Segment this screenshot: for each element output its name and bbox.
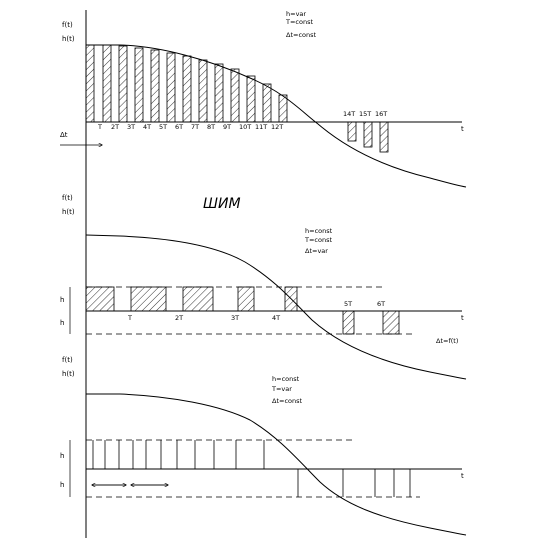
p1-tick-label: 9T — [223, 123, 231, 131]
p3-h-label-upper: h — [60, 452, 64, 460]
panel-2: f(t) h(t) ШИМ h=const T=const Δt=var t h… — [60, 194, 467, 380]
p1-signal-curve — [86, 44, 467, 188]
p1-tick-label: 3T — [127, 123, 135, 131]
p2-y-label-f: f(t) — [62, 194, 73, 202]
p1-pulse — [85, 44, 95, 123]
p1-pulse-negative — [379, 121, 389, 153]
p1-tick-label: 7T — [191, 123, 199, 131]
p2-tick-label: 5T — [344, 300, 352, 308]
p1-tick-label: 8T — [207, 123, 215, 131]
p3-condition-1: h=const — [272, 375, 300, 383]
p1-pulse — [214, 63, 224, 123]
p2-axis-t-label: t — [461, 314, 464, 322]
panel-3: f(t) h(t) h=const T=var Δt=const t h h — [60, 356, 467, 536]
p2-condition-1: h=const — [305, 227, 333, 235]
p3-pulses — [92, 440, 411, 497]
p1-pulse — [198, 59, 208, 123]
p1-pulse — [262, 83, 272, 123]
p3-condition-3: Δt=const — [272, 397, 302, 405]
p1-y-label-f: f(t) — [62, 21, 73, 29]
p1-tick-label: 5T — [159, 123, 167, 131]
p2-h-label-lower: h — [60, 319, 64, 327]
p2-pulse — [237, 286, 255, 312]
p1-axis-t-label: t — [461, 125, 464, 133]
p1-tick-label: T — [97, 123, 102, 131]
p1-tick-label: 16T — [375, 110, 387, 118]
p2-tick-label: 3T — [231, 314, 239, 322]
p1-pulse — [134, 47, 144, 123]
p2-tick-label: 4T — [272, 314, 280, 322]
p2-pulse — [130, 286, 167, 312]
p1-pulses — [85, 44, 389, 153]
p2-tick-label: 6T — [377, 300, 385, 308]
p1-pulse-negative — [363, 121, 373, 148]
p1-condition-2: T=const — [285, 18, 313, 26]
p3-signal-curve — [86, 393, 467, 536]
p1-pulse — [150, 49, 160, 123]
p3-h-label-lower: h — [60, 481, 64, 489]
p1-delta-label: Δt — [60, 131, 68, 139]
p3-y-label-h: h(t) — [62, 370, 75, 378]
p1-pulse — [182, 55, 192, 123]
p2-pulse — [85, 286, 115, 312]
p3-axis-t-label: t — [461, 472, 464, 480]
p2-pulse — [284, 286, 298, 312]
p1-tick-label: 12T — [271, 123, 283, 131]
p1-pulse — [230, 68, 240, 123]
p2-h-label-upper: h — [60, 296, 64, 304]
p1-pulse — [102, 44, 112, 123]
p1-y-label-h: h(t) — [62, 35, 75, 43]
p2-tick-label: 2T — [175, 314, 183, 322]
p1-tick-label: 15T — [359, 110, 371, 118]
p2-tick-label: T — [127, 314, 132, 322]
p2-pulse — [182, 286, 214, 312]
p2-pulses — [85, 286, 400, 335]
p1-pulse — [118, 45, 128, 123]
p1-tick-labels: T 2T 3T 4T 5T 6T 7T 8T 9T 10T 11T 12T 14T 15T 16T — [97, 110, 387, 131]
p2-tick-labels: T 2T 3T 4T 5T 6T — [127, 300, 385, 322]
p3-condition-2: T=var — [271, 385, 292, 393]
p2-condition-2: T=const — [304, 236, 332, 244]
p1-tick-label: 11T — [255, 123, 267, 131]
p1-condition-3: Δt=const — [286, 31, 316, 39]
p2-pulse-negative — [342, 310, 355, 335]
p2-y-label-h: h(t) — [62, 208, 75, 216]
p3-y-label-f: f(t) — [62, 356, 73, 364]
p1-pulse — [278, 94, 288, 123]
p2-signal-curve — [85, 234, 467, 380]
p1-tick-label: 14T — [343, 110, 355, 118]
p2-condition-3: Δt=var — [305, 247, 328, 255]
p1-tick-label: 6T — [175, 123, 183, 131]
p2-delta-note: Δt=f(t) — [436, 337, 458, 345]
p1-tick-label: 10T — [239, 123, 251, 131]
p1-condition-1: h=var — [286, 10, 306, 18]
p1-tick-label: 4T — [143, 123, 151, 131]
p1-pulse — [246, 75, 256, 123]
p1-tick-label: 2T — [111, 123, 119, 131]
panel-1: f(t) h(t) h=var T=const Δt=const t T 2T 3T… — [60, 10, 467, 188]
p2-title: ШИМ — [203, 196, 241, 212]
p2-pulse-negative — [382, 310, 400, 335]
p1-pulse-negative — [347, 121, 357, 142]
p1-pulse — [166, 52, 176, 123]
